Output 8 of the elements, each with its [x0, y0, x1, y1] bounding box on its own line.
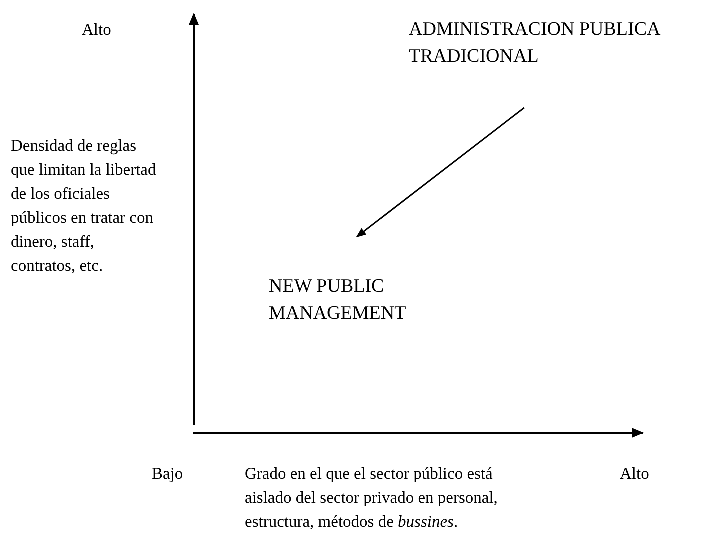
quadrant-label: NEW PUBLIC MANAGEMENT [269, 237, 429, 327]
axis-level-label: Alto [82, 19, 112, 41]
axis-level-label: Alto [620, 463, 650, 485]
quadrant-label: ADMINISTRACION PUBLICA TRADICIONAL [409, 16, 715, 108]
x-axis-title: Grado en el que el sector público está aislado del sector privado en personal, estructura, métodos de bussines. [245, 463, 499, 533]
axis-level-label: Bajo [152, 463, 184, 485]
arrow [356, 107, 525, 238]
y-axis-title: Densidad de reglas que limitan la libertad de los oficiales públicos en tratar con dinero, staff, contratos, etc. [11, 135, 158, 277]
